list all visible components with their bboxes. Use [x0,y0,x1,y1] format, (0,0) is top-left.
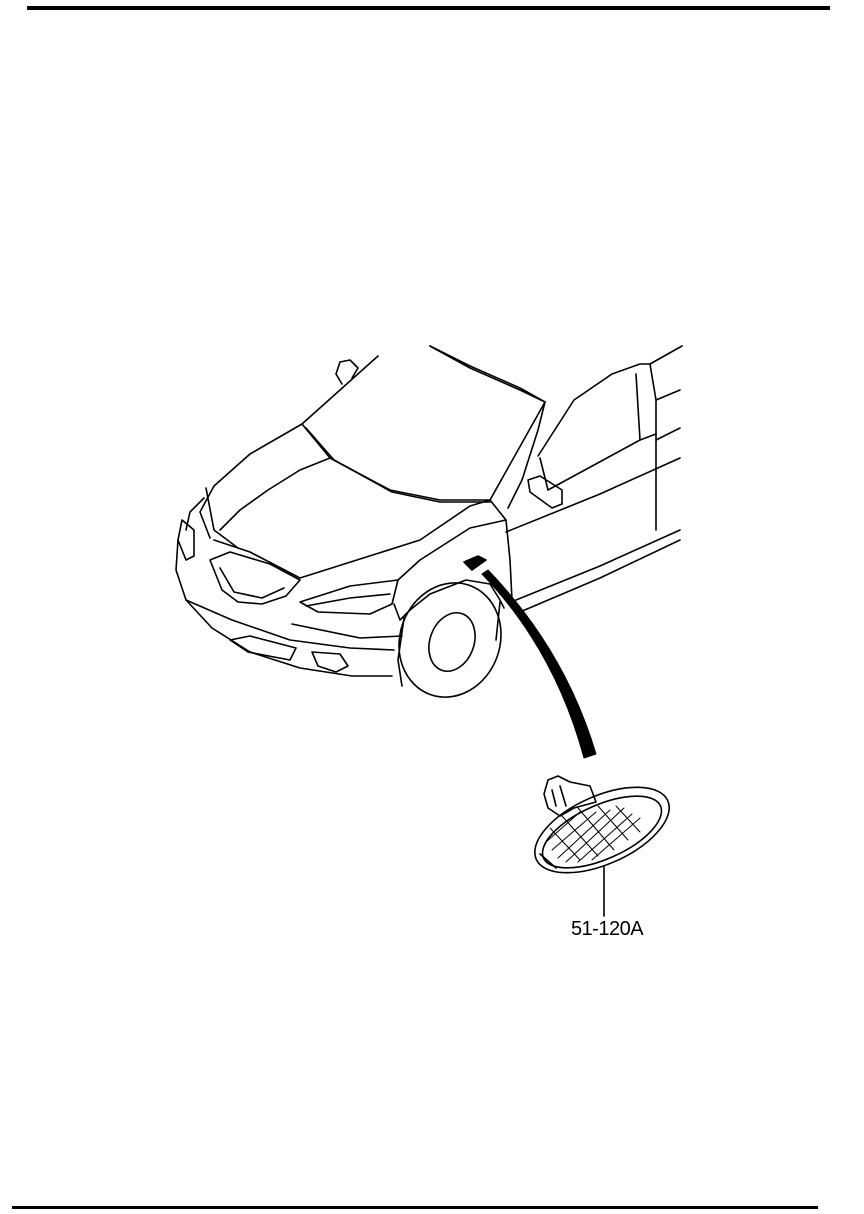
fender-marker-location [463,555,487,571]
bottom-border-rule [12,1206,818,1209]
callout-arrow [481,569,597,759]
top-border-rule [27,6,830,10]
part-number-label: 51-120A [570,918,644,940]
car-illustration [175,345,683,698]
side-turn-lamp-part [533,775,671,874]
